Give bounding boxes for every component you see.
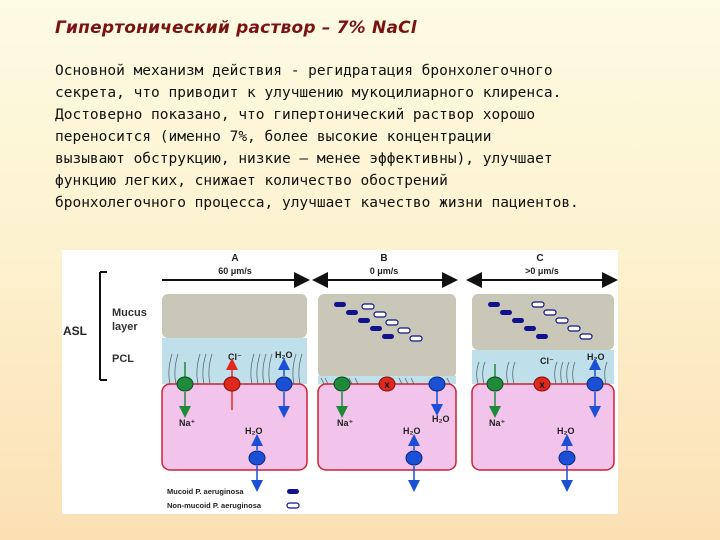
panel-c-h2o-top: H₂O — [587, 352, 605, 362]
panel-a-speed: 60 μm/s — [218, 266, 252, 276]
legend-nonmucoid-swatch — [286, 502, 300, 509]
panel-a-h2o-channel — [275, 376, 293, 392]
panel-a: A 60 μm/s Cl⁻ H₂O Na⁺ H₂O — [161, 253, 310, 492]
bacterium — [373, 311, 387, 318]
panel-c-letter: C — [536, 253, 543, 264]
bacterium — [536, 334, 548, 339]
bacterium — [370, 326, 382, 331]
mucus-layer-label-line2: layer — [112, 321, 138, 333]
panel-b-na-channel — [333, 376, 351, 392]
bacterium — [555, 317, 569, 324]
panel-b-basal-h2o-channel — [405, 450, 423, 466]
bacterium — [346, 310, 358, 315]
panel-c-na: Na⁺ — [489, 418, 506, 428]
figure-canvas: ASL Mucus layer PCL A 60 μm/s Cl⁻ H₂O Na… — [63, 253, 618, 510]
bacterium — [512, 318, 524, 323]
bacterium — [409, 335, 423, 342]
panel-c: C >0 μm/s Cl⁻ H₂O x Na⁺ H₂O — [466, 253, 618, 492]
panel-b-cl-channel-blocked — [378, 376, 396, 392]
slide-title: Гипертонический раствор – 7% NaCl — [55, 18, 417, 38]
panel-a-cl-channel — [223, 376, 241, 392]
panel-b-block-mark: x — [384, 380, 390, 391]
panel-b-letter: B — [380, 253, 387, 264]
panel-c-speed: >0 μm/s — [525, 266, 559, 276]
panel-c-h2o-cell: H₂O — [557, 426, 575, 436]
bacterium — [500, 310, 512, 315]
panel-b-h2o-channel — [428, 376, 446, 392]
bacterium — [385, 319, 399, 326]
panel-c-h2o-channel — [586, 376, 604, 392]
bacterium — [334, 302, 346, 307]
paragraph-line: секрета, что приводит к улучшению мукоци… — [55, 85, 562, 101]
panel-a-basal-h2o-channel — [248, 450, 266, 466]
figure-legend: Mucoid P. aeruginosa Non-mucoid P. aerug… — [167, 487, 300, 510]
bacterium — [361, 303, 375, 310]
slide-paragraph: Основной механизм действия - регидратаци… — [55, 60, 695, 214]
panel-a-h2o-top: H₂O — [275, 350, 293, 360]
panel-a-na-channel — [176, 376, 194, 392]
legend-nonmucoid-label: Non-mucoid P. aeruginosa — [167, 501, 262, 510]
asl-bracket — [99, 271, 107, 381]
panel-c-basal-h2o-channel — [558, 450, 576, 466]
panel-b-cilia — [320, 377, 451, 385]
paragraph-line: вызывают обструкцию, низкие – менее эффе… — [55, 151, 553, 167]
bacterium — [567, 325, 581, 332]
bacterium — [543, 309, 557, 316]
bacterium — [524, 326, 536, 331]
panel-c-na-channel — [486, 376, 504, 392]
panel-a-mucus-layer — [162, 294, 307, 338]
bacteria-panel-c — [488, 301, 593, 340]
paragraph-line: Достоверно показано, что гипертонический… — [55, 107, 536, 123]
asl-mechanism-figure: ASL Mucus layer PCL A 60 μm/s Cl⁻ H₂O Na… — [62, 250, 618, 514]
panel-c-cl-channel-blocked — [533, 376, 551, 392]
panel-b: B 0 μm/s H₂O x Na⁺ H₂O — [312, 253, 458, 492]
panel-b-na: Na⁺ — [337, 418, 354, 428]
panel-b-h2o-top: H₂O — [432, 414, 450, 424]
legend-mucoid-swatch — [287, 489, 299, 494]
panel-a-cl: Cl⁻ — [228, 352, 242, 362]
bacterium — [397, 327, 411, 334]
bacterium — [488, 302, 500, 307]
panel-a-h2o-cell: H₂O — [245, 426, 263, 436]
legend-mucoid-label: Mucoid P. aeruginosa — [167, 487, 244, 496]
panel-c-cilia — [476, 361, 608, 385]
paragraph-line: функцию легких, снижает количество обост… — [55, 173, 448, 189]
bacteria-panel-b — [334, 302, 423, 342]
mucus-layer-label-line1: Mucus — [112, 307, 147, 319]
bacterium — [531, 301, 545, 308]
asl-label: ASL — [63, 324, 87, 338]
panel-a-letter: A — [231, 253, 238, 264]
panel-c-cl: Cl⁻ — [540, 356, 554, 366]
paragraph-line: бронхолегочного процесса, улучшает качес… — [55, 195, 579, 211]
bacterium — [579, 333, 593, 340]
bacterium — [382, 334, 394, 339]
bacterium — [358, 318, 370, 323]
panel-a-cilia — [168, 353, 303, 385]
panel-a-na: Na⁺ — [179, 418, 196, 428]
panel-c-mucus-layer — [472, 294, 614, 350]
panel-b-h2o-cell: H₂O — [403, 426, 421, 436]
pcl-label: PCL — [112, 353, 134, 365]
panel-c-block-mark: x — [539, 380, 545, 391]
panel-b-speed: 0 μm/s — [370, 266, 399, 276]
paragraph-line: переносится (именно 7%, более высокие ко… — [55, 129, 492, 145]
paragraph-line: Основной механизм действия - регидратаци… — [55, 63, 553, 79]
